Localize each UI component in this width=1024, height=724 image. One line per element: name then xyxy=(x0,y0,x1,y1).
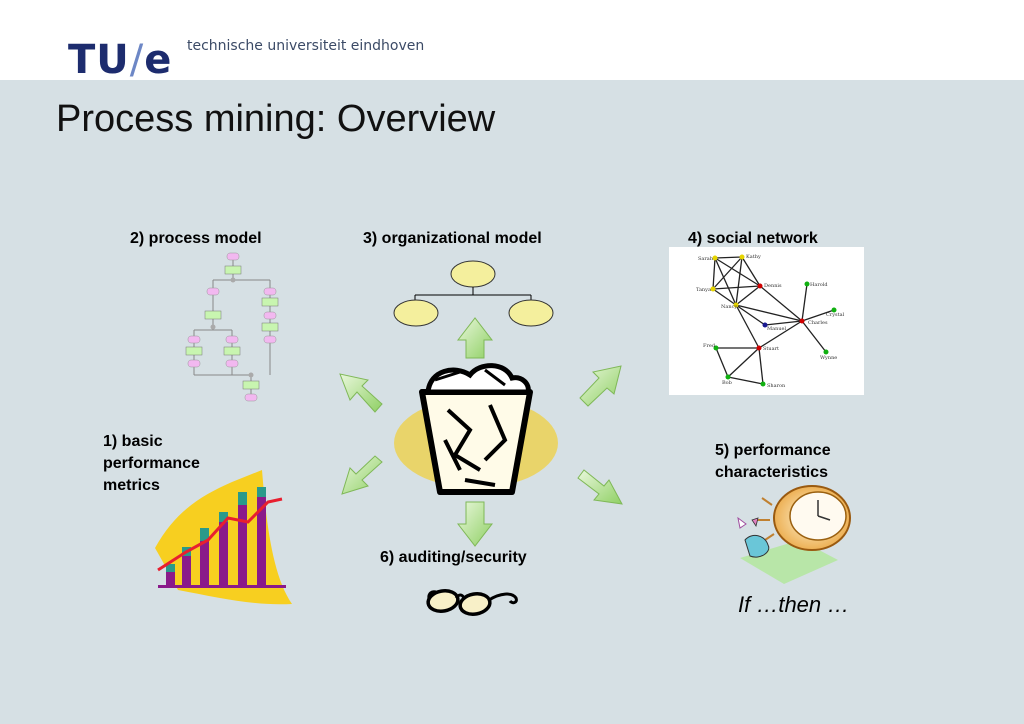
arrow-to-auditing xyxy=(456,501,494,547)
if-then-text: If …then … xyxy=(738,592,850,617)
sn-label-dennis: Dennis xyxy=(764,283,782,289)
arrow-to-basic-metrics xyxy=(341,455,383,495)
social-network-diagram: Sarah Kathy Dennis Tanya Nancy Harold Ma… xyxy=(669,247,864,395)
process-model-diagram xyxy=(185,252,279,402)
sn-label-tanya: Tanya xyxy=(696,287,711,293)
sn-label-harold: Harold xyxy=(810,282,828,288)
label-social-network: 4) social network xyxy=(688,230,818,247)
central-event-log-basket xyxy=(394,363,558,495)
label-process-model: 2) process model xyxy=(130,230,262,247)
sn-label-charles: Charles xyxy=(808,320,828,326)
glasses-clipart xyxy=(426,589,518,616)
label-organizational-model: 3) organizational model xyxy=(363,230,542,247)
label-performance-characteristics: 5) performance characteristics xyxy=(715,442,831,481)
sn-label-nancy: Nancy xyxy=(721,304,737,310)
sn-label-kathy: Kathy xyxy=(746,254,761,260)
arrow-to-org-model xyxy=(456,317,494,359)
university-name: technische universiteit eindhoven xyxy=(187,38,425,54)
sn-label-manuel: Manuel xyxy=(767,326,787,332)
sn-label-stuart: Stuart xyxy=(763,346,779,352)
tue-logo: TU/e xyxy=(68,37,173,83)
sn-label-wynne: Wynne xyxy=(820,355,837,361)
label-basic-performance-metrics: 1) basic performance metrics xyxy=(103,433,200,494)
arrow-to-social-network xyxy=(579,365,622,407)
arrow-to-process-model xyxy=(339,373,383,413)
sn-label-sharon: Sharon xyxy=(767,383,786,389)
sn-label-bob: Bob xyxy=(722,380,732,386)
sn-label-crystal: Crystal xyxy=(826,312,845,318)
arrow-to-performance xyxy=(577,469,623,505)
header-bar xyxy=(0,0,1024,80)
sn-label-fred: Fred xyxy=(703,343,716,349)
metrics-chart-clipart xyxy=(155,470,292,605)
stopwatch-clipart xyxy=(737,485,851,584)
label-auditing-security: 6) auditing/security xyxy=(380,549,527,566)
org-model-diagram xyxy=(393,260,554,327)
sn-label-sarah: Sarah xyxy=(698,256,714,262)
slide-title: Process mining: Overview xyxy=(56,98,496,140)
